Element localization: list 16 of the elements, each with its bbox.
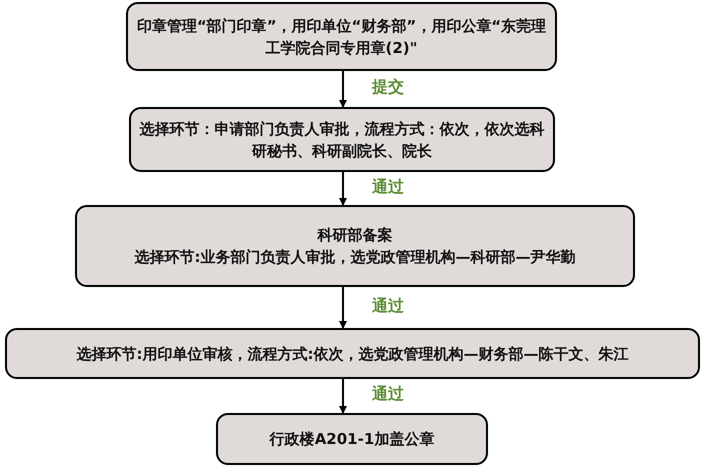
box-text: 印章管理“部门印章”，用印单位“财务部”，用印公章“东莞理工学院合同专用章(2)" [136,16,547,58]
process-box [129,107,555,172]
box-text: 科研部备案 [318,225,392,246]
edge-label: 提交 [370,77,406,98]
arrow [339,172,347,206]
box-text: 选择环节：申请部门负责人审批，流程方式：依次，依次选科研秘书、科研副院长、院长 [139,118,545,162]
process-box [75,205,635,287]
process-box [216,413,488,465]
arrow [339,71,347,108]
process-box [5,328,700,379]
box-text: 选择环节:业务部门负责人审批，选党政管理机构—科研部—尹华勤 [134,247,576,268]
process-box [126,2,557,71]
arrow [339,379,347,414]
arrow [339,287,347,329]
box-text: 选择环节:用印单位审核，流程方式:依次，选党政管理机构—财务部—陈干文、朱江 [76,344,628,364]
box-text: 行政楼A201-1加盖公章 [270,429,434,450]
